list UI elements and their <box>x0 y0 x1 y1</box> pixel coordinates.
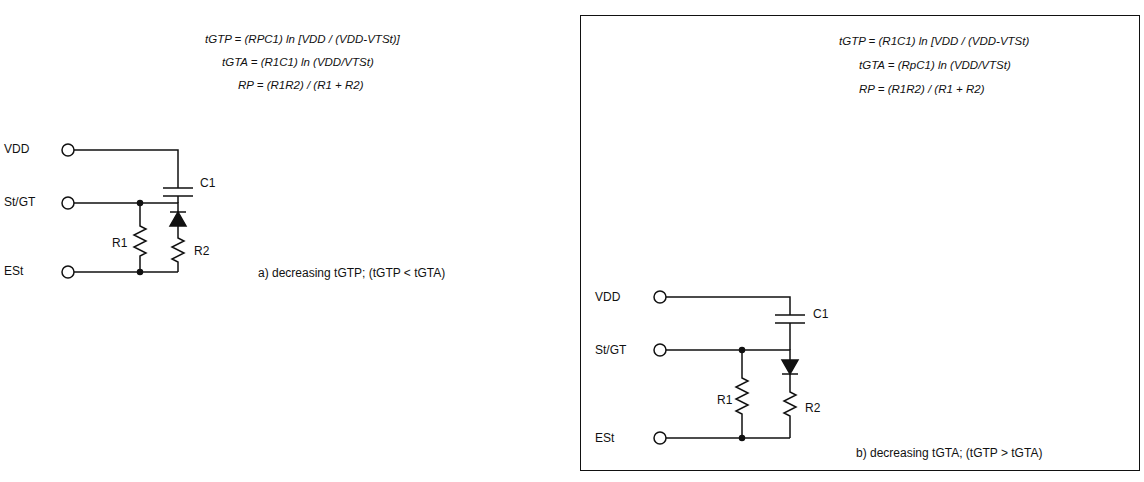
resistor-symbol <box>134 203 146 272</box>
circuit-a <box>62 144 193 278</box>
part-name: C1 <box>813 307 828 321</box>
part-name: R1 <box>717 393 732 407</box>
part-name: C1 <box>200 176 215 190</box>
formula: tGTA = (R1C1) ln (VDD/VTSt) <box>222 55 374 69</box>
diode-symbol <box>782 360 798 374</box>
pin-name: St/GT <box>595 343 626 357</box>
junction-dot <box>740 436 745 441</box>
terminal <box>62 266 74 278</box>
formula: RP = (R1R2) / (R1 + R2) <box>238 78 363 92</box>
junction-dot <box>138 270 143 275</box>
formula: RP = (R1R2) / (R1 + R2) <box>859 82 984 96</box>
formula: tGTP = (R1C1) ln [VDD / (VDD-VTSt) <box>839 34 1029 48</box>
part-name: R2 <box>805 401 820 415</box>
caption: a) decreasing tGTP; (tGTP < tGTA) <box>258 266 445 280</box>
pin-name: ESt <box>595 431 614 445</box>
resistor-symbol <box>172 226 184 272</box>
pin-name: ESt <box>4 264 23 278</box>
pin-name: VDD <box>595 290 620 304</box>
wire <box>74 271 178 273</box>
formula: tGTA = (RpC1) ln (VDD/VTSt) <box>859 58 1011 72</box>
wire <box>666 437 790 439</box>
wire <box>74 203 178 212</box>
panel-box: tGTP = (R1C1) ln [VDD / (VDD-VTSt) tGTA =… <box>580 15 1140 471</box>
junction-dot <box>740 348 745 353</box>
terminal <box>62 144 74 156</box>
pin-name: St/GT <box>4 195 35 209</box>
part-name: R1 <box>112 236 127 250</box>
diode-symbol <box>170 212 186 226</box>
part-name: R2 <box>194 244 209 258</box>
terminal <box>654 344 666 356</box>
formula: tGTP = (RPC1) ln [VDD / (VDD-VTSt)] <box>205 32 400 46</box>
terminal <box>62 197 74 209</box>
resistor-symbol <box>784 374 796 438</box>
junction-dot <box>138 201 143 206</box>
capacitor-symbol <box>666 297 805 350</box>
wire <box>666 350 790 360</box>
capacitor-symbol <box>74 150 193 203</box>
caption: b) decreasing tGTA; (tGTP > tGTA) <box>856 446 1042 460</box>
pin-name: VDD <box>4 142 29 156</box>
terminal <box>654 291 666 303</box>
circuit-b <box>654 291 805 444</box>
resistor-symbol <box>736 350 748 438</box>
terminal <box>654 432 666 444</box>
